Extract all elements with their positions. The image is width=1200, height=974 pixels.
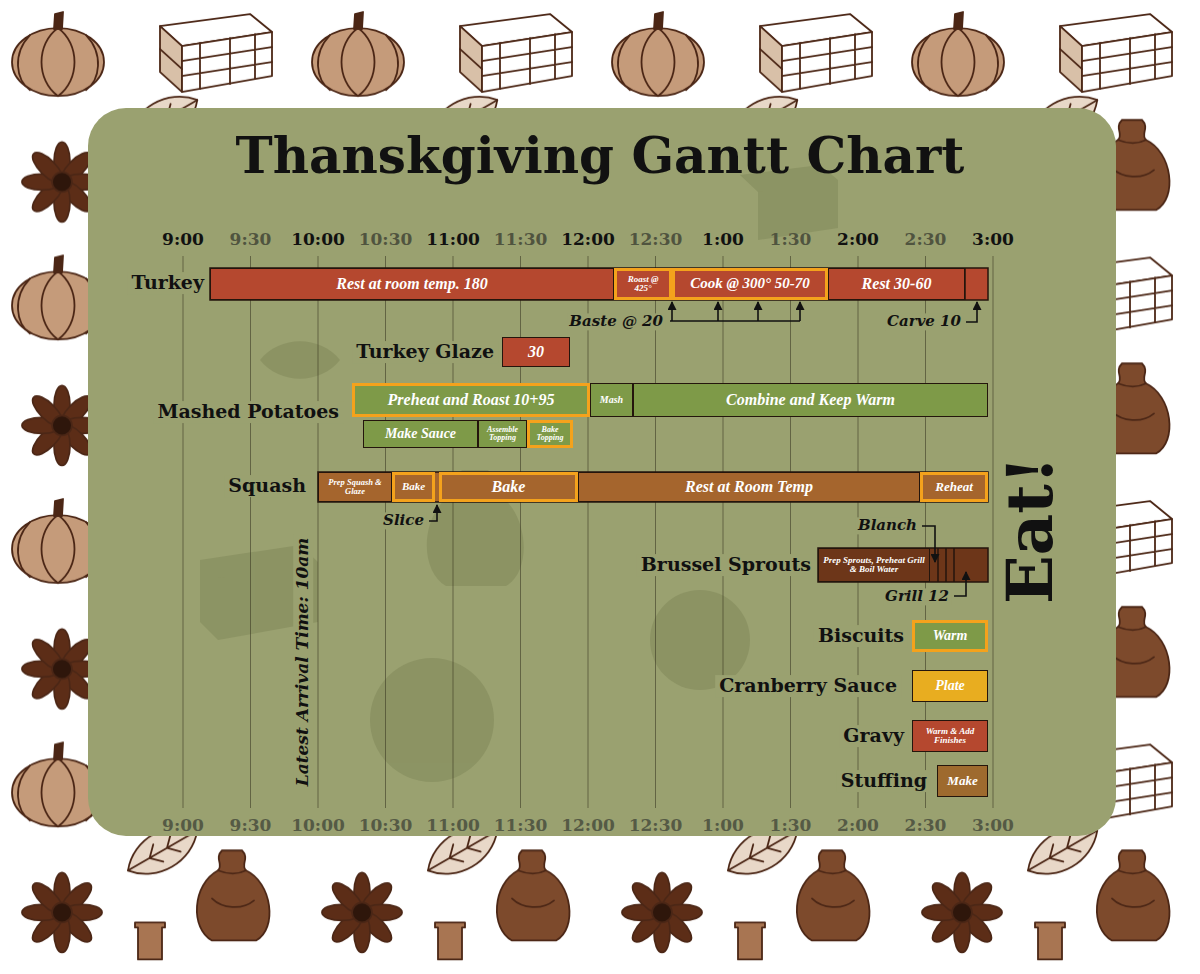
- task-text: Bake: [445, 479, 572, 496]
- time-axis-label: 9:00: [162, 230, 204, 250]
- time-axis-label: 3:00: [972, 816, 1014, 836]
- time-axis-label: 11:30: [494, 230, 548, 250]
- gantt-task-bar: Reheat: [920, 472, 988, 502]
- gantt-task-bar: Rest 30-60: [828, 268, 965, 300]
- row-label: Mashed Potatoes: [153, 401, 343, 423]
- time-axis-label: 11:00: [426, 816, 480, 836]
- time-axis-label: 1:00: [702, 230, 744, 250]
- time-axis-label: 3:00: [972, 230, 1014, 250]
- gantt-task-bar: Prep Sprouts, Preheat Grill & Boil Water: [818, 548, 930, 582]
- gantt-task-bar: Preheat and Roast 10+95: [352, 383, 590, 417]
- row-label: Cranberry Sauce: [715, 675, 901, 697]
- task-text: Bake: [398, 481, 429, 493]
- time-axis-label: 9:30: [230, 230, 272, 250]
- time-axis-label: 1:30: [770, 816, 812, 836]
- time-axis-label: 12:00: [561, 230, 615, 250]
- callout-leaders: [429, 302, 977, 596]
- task-text: Reheat: [926, 480, 982, 494]
- task-text: 30: [506, 344, 566, 361]
- callout-label: Baste @ 20: [567, 313, 665, 330]
- row-label: Biscuits: [814, 625, 908, 647]
- gantt-task-bar: Bake: [392, 472, 435, 502]
- task-text: Rest at room temp. 180: [214, 276, 610, 293]
- time-axis-label: 12:30: [629, 230, 683, 250]
- row-label: Turkey: [127, 272, 208, 294]
- gantt-task-bar: Rest at Room Temp: [578, 472, 920, 502]
- row-label: Gravy: [839, 725, 908, 747]
- callout-label: Slice: [381, 512, 426, 529]
- time-axis-label: 1:00: [702, 816, 744, 836]
- row-label: Brussel Sprouts: [637, 554, 815, 576]
- time-axis-label: 9:00: [162, 816, 204, 836]
- task-text: Roast @ 425°: [620, 275, 666, 294]
- callout-label: Carve 10: [885, 313, 963, 330]
- chart-panel: [88, 108, 1116, 836]
- task-text: Bake Topping: [533, 426, 567, 443]
- task-text: Make Sauce: [367, 427, 474, 442]
- gantt-task-bar: Bake: [439, 472, 578, 502]
- time-axis-label: 12:30: [629, 816, 683, 836]
- gantt-task-bar: Prep Squash & Glaze: [318, 472, 392, 502]
- time-axis-label: 10:00: [291, 230, 345, 250]
- time-axis-label: 2:30: [905, 230, 947, 250]
- time-grid: [183, 256, 993, 808]
- task-text: Cook @ 300° 50-70: [678, 276, 822, 292]
- task-text: Combine and Keep Warm: [637, 392, 984, 409]
- time-axis-label: 9:30: [230, 816, 272, 836]
- task-text: Preheat and Roast 10+95: [358, 392, 584, 409]
- chart-title: Thanskgiving Gantt Chart: [0, 128, 1200, 183]
- gantt-task-bar: 30: [502, 337, 570, 367]
- gantt-task-bar: Combine and Keep Warm: [633, 383, 988, 417]
- gantt-task-bar: Roast @ 425°: [614, 268, 672, 300]
- callout-label: Blanch: [856, 517, 919, 534]
- gantt-task-bar: Mash: [590, 383, 633, 417]
- time-axis-label: 11:00: [426, 230, 480, 250]
- gantt-task-bar: Plate: [912, 670, 988, 702]
- task-text: Prep Squash & Glaze: [322, 478, 388, 496]
- time-axis-label: 10:30: [359, 230, 413, 250]
- task-text: Warm & Add Finishes: [916, 727, 984, 746]
- gantt-task-bar: Warm & Add Finishes: [912, 720, 988, 752]
- task-text: Mash: [594, 395, 629, 406]
- time-axis-label: 11:30: [494, 816, 548, 836]
- gantt-task-bar: Rest at room temp. 180: [210, 268, 614, 300]
- task-text: Make: [941, 774, 984, 788]
- time-axis-label: 10:30: [359, 816, 413, 836]
- task-text: Rest at Room Temp: [582, 479, 916, 496]
- gantt-task-bar: Bake Topping: [527, 420, 573, 448]
- task-text: Assemble Topping: [482, 426, 523, 443]
- task-text: Rest 30-60: [832, 276, 961, 293]
- task-text: Prep Sprouts, Preheat Grill & Boil Water: [822, 556, 926, 575]
- finish-label: Eat!: [998, 456, 1062, 604]
- callout-label: Grill 12: [883, 588, 951, 605]
- gantt-task-bar: Make: [937, 765, 988, 797]
- time-axis-label: 2:30: [905, 816, 947, 836]
- time-axis-label: 1:30: [770, 230, 812, 250]
- time-axis-label: 12:00: [561, 816, 615, 836]
- task-text: Warm: [918, 629, 982, 644]
- gantt-task-bar: Cook @ 300° 50-70: [672, 268, 828, 300]
- row-label: Stuffing: [837, 770, 931, 792]
- gantt-task-bar: Warm: [912, 620, 988, 652]
- note-label: Latest Arrival Time: 10am: [293, 535, 313, 790]
- time-axis-label: 10:00: [291, 816, 345, 836]
- row-label: Turkey Glaze: [352, 341, 498, 363]
- bar-grounds: [210, 268, 988, 582]
- gantt-task-bar: Make Sauce: [363, 420, 478, 448]
- task-text: Plate: [916, 679, 984, 694]
- time-axis-label: 2:00: [837, 230, 879, 250]
- gantt-task-bar: Assemble Topping: [478, 420, 527, 448]
- row-label: Squash: [224, 475, 310, 497]
- time-axis-label: 2:00: [837, 816, 879, 836]
